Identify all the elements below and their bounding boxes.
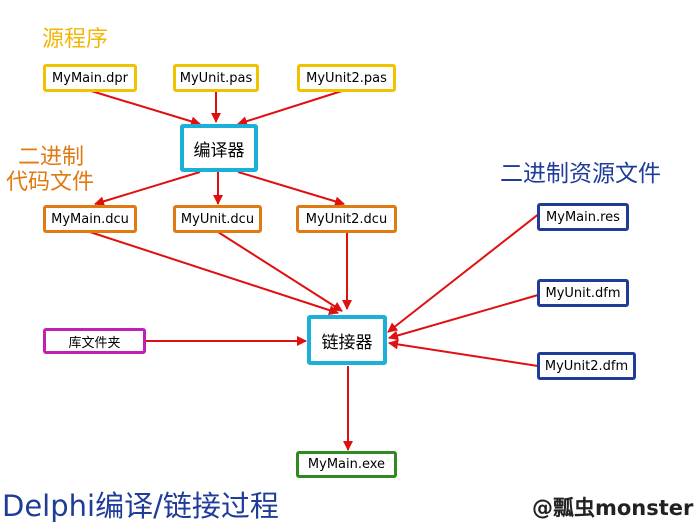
- box-myunit-dcu: MyUnit.dcu: [173, 205, 262, 233]
- arrow-dcu-unit-to-linker: [217, 231, 343, 312]
- box-mymain-dpr: MyMain.dpr: [43, 64, 137, 92]
- arrow-res-main-to-linker: [387, 212, 541, 333]
- arrow-dfm2-to-linker: [388, 339, 539, 367]
- label-binary-code-line1: 二进制: [18, 145, 85, 170]
- box-myunit2-dfm: MyUnit2.dfm: [537, 352, 636, 380]
- box-mymain-exe: MyMain.exe: [296, 451, 397, 478]
- box-myunit-pas: MyUnit.pas: [173, 64, 259, 92]
- box-myunit2-dcu: MyUnit2.dcu: [296, 205, 397, 233]
- label-binary-resource: 二进制资源文件: [500, 161, 661, 187]
- box-myunit-dfm: MyUnit.dfm: [537, 279, 629, 307]
- arrow-pas2-to-compiler: [237, 89, 346, 127]
- author-watermark: @瓢虫monster: [532, 496, 694, 520]
- box-compiler: 编译器: [180, 124, 258, 172]
- box-mymain-dcu: MyMain.dcu: [43, 205, 137, 233]
- box-linker: 链接器: [307, 315, 387, 365]
- arrow-dpr-to-compiler: [87, 89, 201, 127]
- arrow-dcu-main-to-linker: [89, 231, 339, 315]
- box-mymain-res: MyMain.res: [537, 203, 629, 231]
- arrow-compiler-to-dcu-main: [94, 171, 201, 207]
- arrow-dfm1-to-linker: [388, 294, 539, 341]
- box-myunit2-pas: MyUnit2.pas: [297, 64, 396, 92]
- box-library-folder: 库文件夹: [43, 328, 146, 354]
- diagram-title: Delphi编译/链接过程: [2, 489, 279, 523]
- arrow-compiler-to-dcu-unit2: [237, 171, 345, 207]
- label-binary-code-line2: 代码文件: [6, 170, 95, 195]
- label-source-program: 源程序: [42, 27, 109, 52]
